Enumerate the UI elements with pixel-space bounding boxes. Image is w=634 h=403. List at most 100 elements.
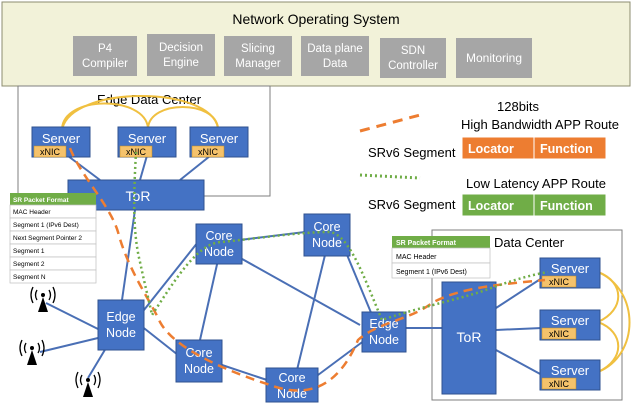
xnic-badge <box>541 327 577 340</box>
core-node-4: Core Node <box>265 367 319 403</box>
dc-server-1: Server xNIC <box>539 257 601 289</box>
sr-packet-format-right: SR Packet Format MAC Header Segment 1 (I… <box>391 236 491 279</box>
sr-packet-title: SR Packet Format <box>13 197 69 204</box>
arc <box>597 321 620 373</box>
nos-module-label: Controller <box>388 60 438 72</box>
node-label: Node <box>204 245 234 259</box>
legend-low-latency-line <box>359 173 421 180</box>
link <box>317 339 366 376</box>
sr-packet-row-label: Segment 2 <box>13 261 45 268</box>
link <box>139 324 179 356</box>
xnic-label: xNIC <box>126 147 147 157</box>
high-bandwidth-route <box>68 147 546 392</box>
node-label: Node <box>369 333 399 347</box>
nos-module-decision-engine <box>147 34 215 76</box>
server-label: Server <box>128 131 167 146</box>
nos-title: Network Operating System <box>232 11 399 27</box>
sr-packet-format-left: SR Packet Format MAC Header Segment 1 (I… <box>9 193 97 284</box>
node-box <box>195 223 243 265</box>
legend-locator-label: Locator <box>468 199 514 213</box>
nos-module-slicing-manager <box>224 36 292 76</box>
link <box>39 337 99 353</box>
legend: 128bits High Bandwidth APP Route SRv6 Se… <box>359 99 619 217</box>
node-label: Core <box>313 220 340 234</box>
sr-packet-row-label: Segment 1 <box>13 248 45 255</box>
edge-node-left: Edge Node <box>97 299 145 351</box>
legend-high-bandwidth-line <box>359 113 421 133</box>
server-label: Server <box>551 261 590 276</box>
dc-server-3: Server xNIC <box>539 359 601 391</box>
link <box>45 302 101 331</box>
server-arcs <box>61 95 631 373</box>
xnic-label: xNIC <box>549 379 570 389</box>
nos-module-label: Monitoring <box>466 51 522 65</box>
sr-packet-row <box>391 262 491 279</box>
nos-module-label: Data <box>323 58 348 70</box>
xnic-badge <box>191 145 225 158</box>
legend-locator-label: Locator <box>468 142 514 156</box>
nos-module-label: Slicing <box>241 43 275 55</box>
nos-module-label: Manager <box>235 58 281 70</box>
sr-packet-header <box>10 193 96 205</box>
sr-packet-header <box>392 236 490 248</box>
node-label: Core <box>278 371 305 385</box>
legend-segment-label: SRv6 Segment <box>368 145 456 160</box>
dc-tor <box>441 281 497 395</box>
node-box <box>175 339 223 383</box>
link <box>87 347 107 379</box>
link <box>495 349 543 376</box>
xnic-label: xNIC <box>549 329 570 339</box>
core-node-2: Core Node <box>303 213 351 257</box>
xnic-badge <box>33 145 67 158</box>
nos-module-label: SDN <box>401 45 425 57</box>
link <box>221 364 268 381</box>
antenna-icon <box>19 339 45 365</box>
sr-packet-row-label: Segment 1 (IPv6 Dest) <box>13 222 79 229</box>
nos-module-p4-compiler <box>73 36 137 76</box>
edge-dc-server-2: Server xNIC <box>117 126 177 158</box>
legend-low-latency-label: Low Latency APP Route <box>466 176 606 191</box>
node-label: Node <box>184 362 214 376</box>
edge-node-right: Edge Node <box>361 311 407 353</box>
low-latency-route <box>132 151 549 322</box>
node-label: Core <box>205 229 232 243</box>
legend-function-orange <box>533 136 607 160</box>
sr-packet-row-label: MAC Header <box>396 254 437 261</box>
node-label: Core <box>185 346 212 360</box>
arc <box>147 106 219 129</box>
dc-server-2: Server xNIC <box>539 309 601 341</box>
link <box>344 249 373 316</box>
nos-module-label: Compiler <box>82 58 128 70</box>
node-label: Edge <box>106 310 135 324</box>
link <box>121 209 136 301</box>
core-node-1: Core Node <box>195 223 243 265</box>
sr-packet-row-label: Segment 1 (IPv6 Dest) <box>396 269 467 276</box>
legend-segment-label: SRv6 Segment <box>368 197 456 212</box>
legend-high-bandwidth-label: High Bandwidth APP Route <box>461 117 619 132</box>
node-label: Node <box>277 387 307 401</box>
legend-bits: 128bits <box>497 99 539 114</box>
arc <box>597 271 620 323</box>
link <box>495 277 543 309</box>
node-box <box>265 367 319 403</box>
edge-dc-server-1: Server xNIC <box>31 126 91 158</box>
legend-function-label: Function <box>540 142 593 156</box>
sr-packet-row-label: Segment N <box>13 274 46 281</box>
nos-module-label: Decision <box>159 42 203 54</box>
node-label: Node <box>106 326 136 340</box>
nos-module-label: Engine <box>163 57 199 69</box>
xnic-label: xNIC <box>549 277 570 287</box>
arc <box>597 271 631 373</box>
legend-function-green <box>533 193 607 217</box>
antenna-icon <box>30 286 56 312</box>
link <box>199 259 219 341</box>
dc-title: Data Center <box>494 235 565 250</box>
core-node-3: Core Node <box>175 339 223 383</box>
link <box>296 254 326 371</box>
link <box>495 327 543 331</box>
edge-dc-tor-label: ToR <box>126 188 151 204</box>
node-label: Node <box>312 236 342 250</box>
nos-module-monitoring <box>456 38 532 78</box>
node-box <box>303 213 351 257</box>
